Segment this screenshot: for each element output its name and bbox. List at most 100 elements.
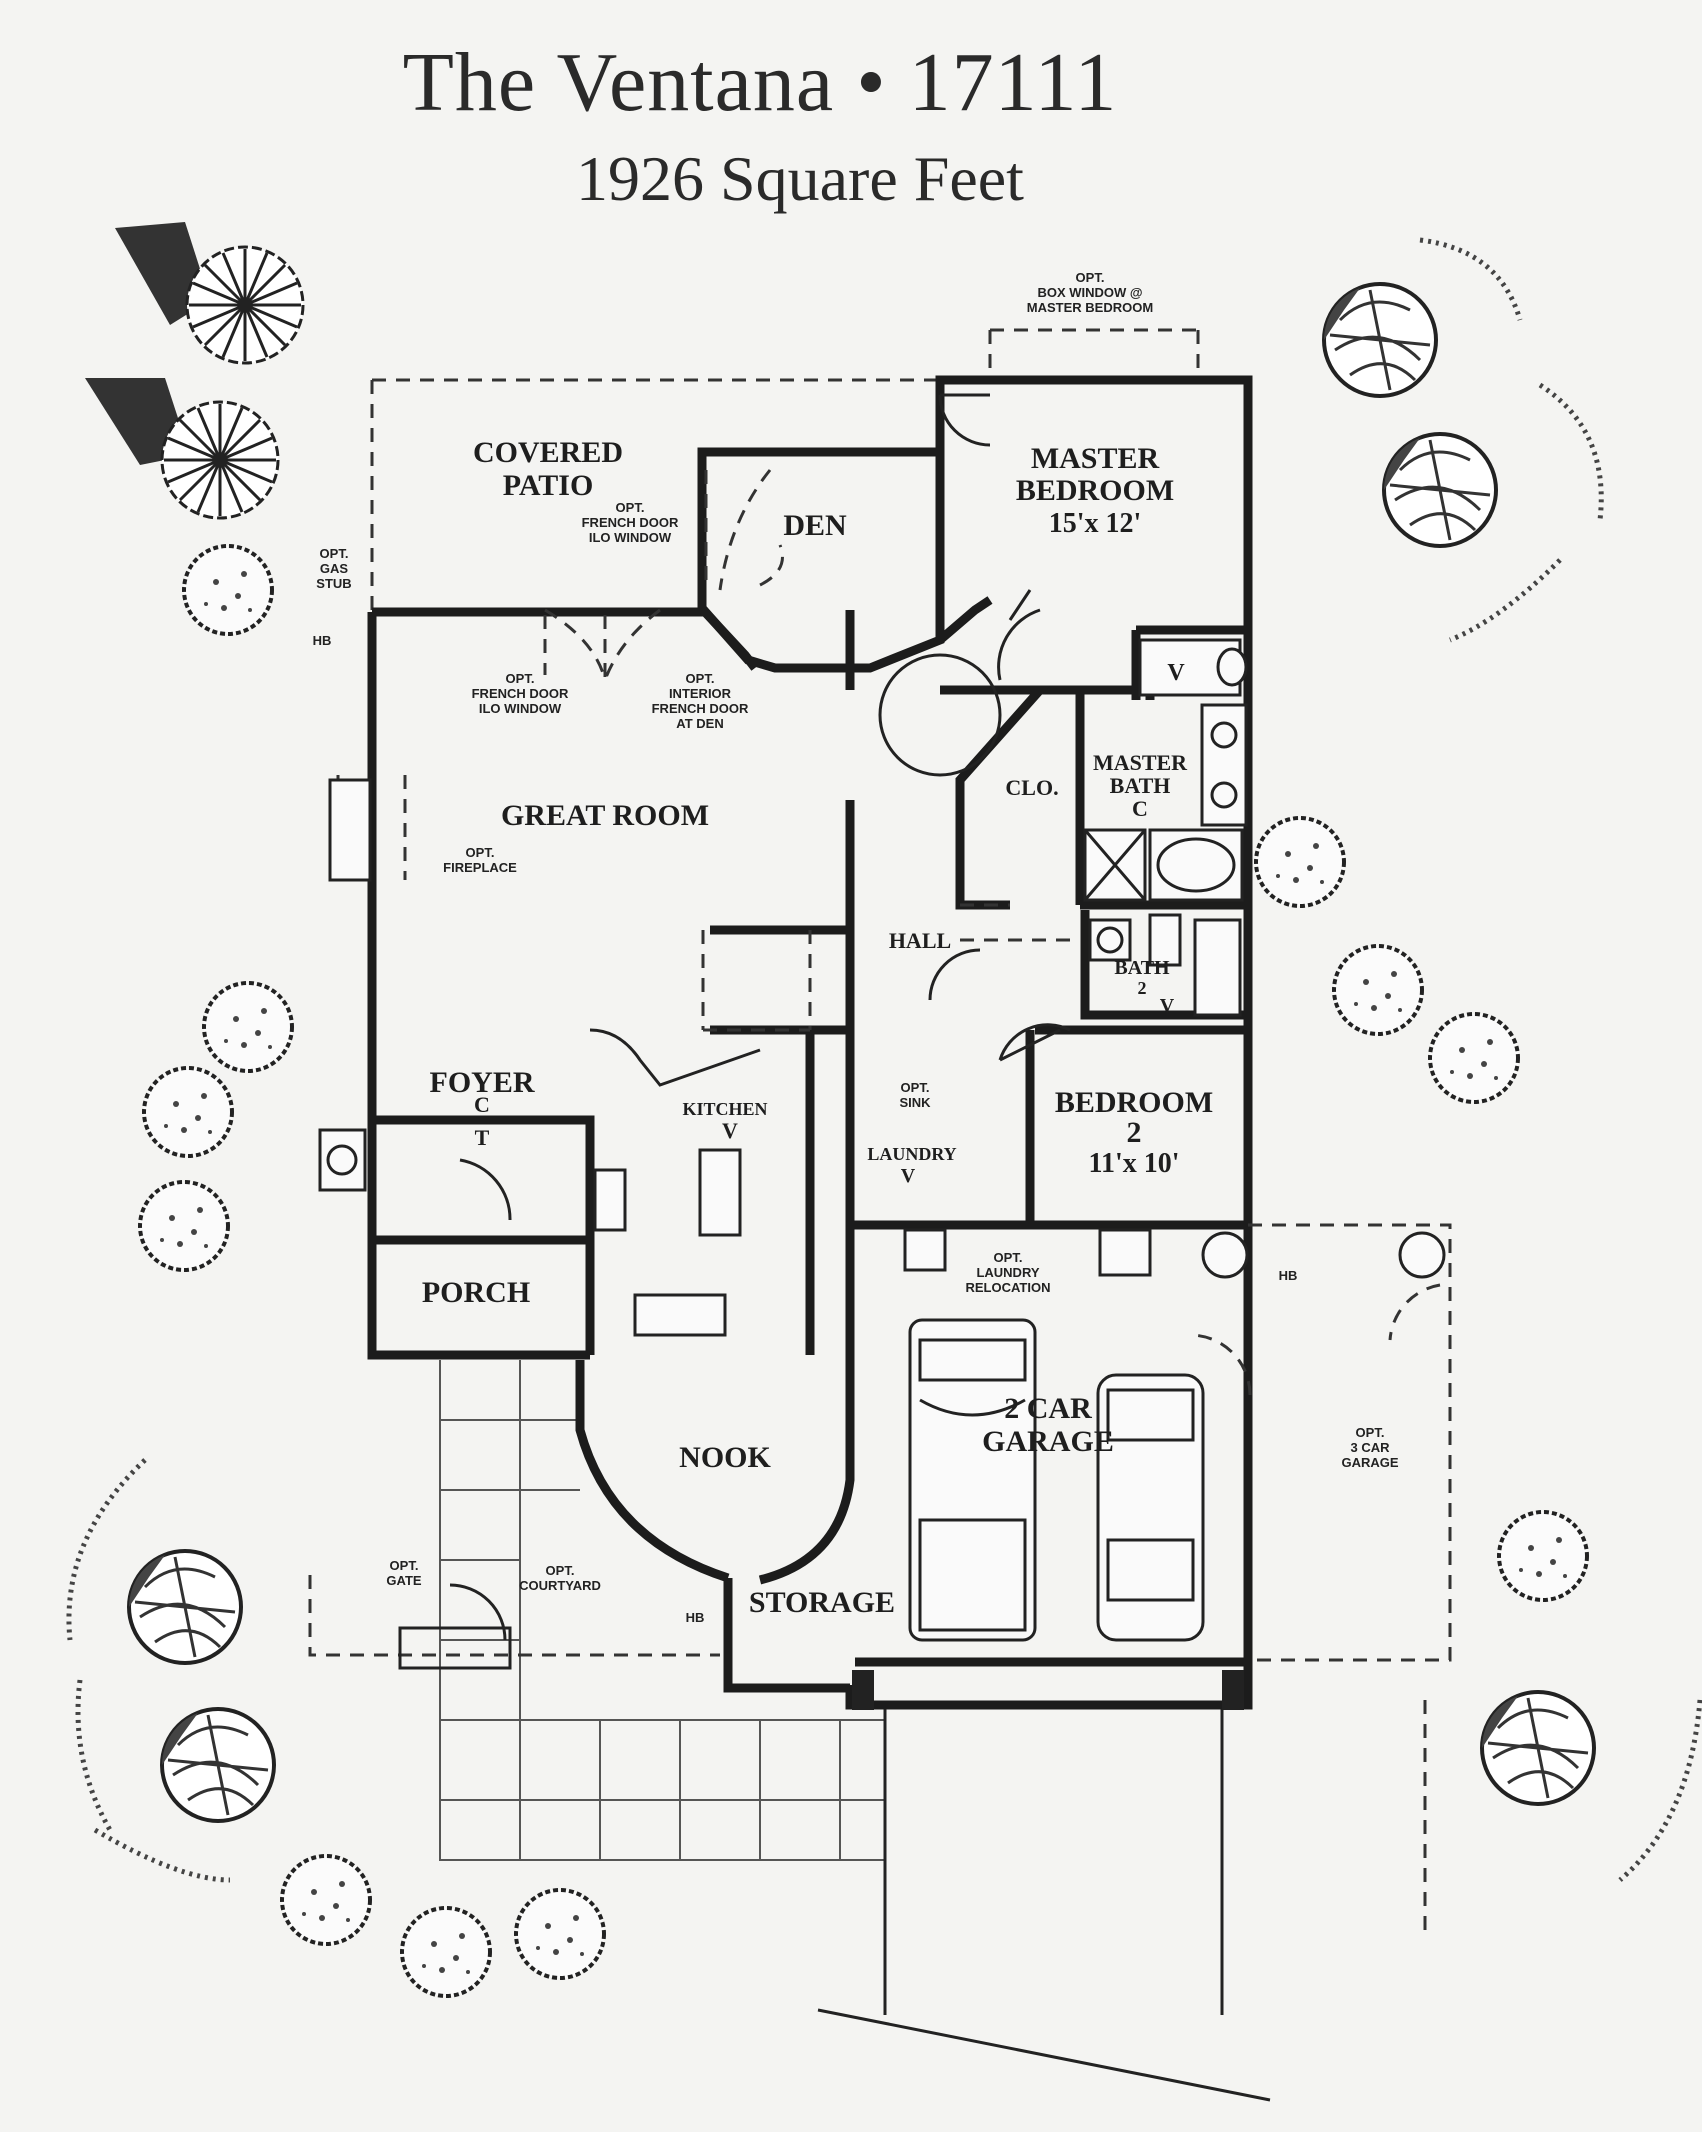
interior-walls [372,452,1248,1355]
svg-text:GARAGE: GARAGE [1341,1455,1398,1470]
page-subtitle: 1926 Square Feet [576,143,1024,214]
room-porch-label: PORCH [422,1276,530,1309]
room-nook-label: NOOK [679,1441,771,1474]
svg-text:SINK: SINK [899,1095,931,1110]
room-den-label: DEN [783,509,847,542]
shrub-icon [280,1854,372,1946]
room-master-bedroom-label: MASTER [1031,442,1160,475]
svg-text:COURTYARD: COURTYARD [519,1578,601,1593]
svg-text:C: C [474,1092,490,1117]
shrub-icon [1254,816,1346,908]
room-kitchen-label: KITCHEN [682,1099,767,1119]
sink-icon [1200,703,1248,827]
bath2-tub-icon [1193,918,1242,1017]
svg-text:V: V [901,1165,916,1187]
tree-icon [1382,432,1498,548]
svg-text:FRENCH DOOR: FRENCH DOOR [582,515,679,530]
bedroom2-size: 11'x 10' [1088,1148,1179,1179]
master-bath-vanity-label: V [1167,660,1185,686]
exterior-walls [367,375,1253,1710]
room-master-bath-label: MASTER [1093,750,1188,775]
svg-text:FRENCH DOOR: FRENCH DOOR [472,686,569,701]
page-title: The Ventana • 17111 [403,36,1118,129]
laundry-relocated-icon [1098,1228,1152,1277]
note-laundry-relocation: OPT. [994,1250,1023,1265]
rotunda-circle [878,653,1002,777]
svg-text:ILO WINDOW: ILO WINDOW [479,701,562,716]
shrub-icon [1428,1012,1520,1104]
shrub-icon [138,1180,230,1272]
svg-text:2: 2 [1127,1116,1142,1149]
shrub-icon [142,1066,234,1158]
note-three-car-garage: OPT. [1356,1425,1385,1440]
master-bedroom-size: 15'x 12' [1049,508,1142,539]
tree-icon [1480,1690,1596,1806]
svg-text:GARAGE: GARAGE [982,1425,1114,1458]
shrub-icon [514,1888,606,1980]
laundry-sink-icon [903,1228,947,1272]
svg-text:GAS: GAS [320,561,349,576]
note-french-door-great: OPT. [506,671,535,686]
svg-text:MASTER BEDROOM: MASTER BEDROOM [1027,300,1153,315]
note-courtyard: OPT. [546,1563,575,1578]
note-hose-bib-storage: HB [686,1610,705,1625]
svg-text:AT DEN: AT DEN [676,716,723,731]
svg-text:LAUNDRY: LAUNDRY [976,1265,1039,1280]
shrub-icon [1332,944,1424,1036]
svg-text:T: T [475,1125,490,1150]
svg-text:RELOCATION: RELOCATION [966,1280,1051,1295]
palm-tree-icon [115,222,305,365]
note-fireplace: OPT. [466,845,495,860]
fixtures [318,638,1446,1337]
water-heater-icon [1201,1231,1249,1279]
fireplace-icon [328,778,372,882]
landscape-trees [66,222,1702,1998]
note-sink: OPT. [901,1080,930,1095]
note-hose-bib-left: HB [313,633,332,648]
svg-text:FIREPLACE: FIREPLACE [443,860,517,875]
svg-text:2: 2 [1138,978,1147,998]
tree-icon [127,1549,243,1665]
courtyard-paving [308,1360,885,1861]
shrub-icon [182,544,274,636]
svg-text:INTERIOR: INTERIOR [669,686,732,701]
note-gate: OPT. [390,1558,419,1573]
palm-tree-icon [85,378,280,520]
room-foyer-label: FOYER [430,1066,535,1099]
svg-text:PATIO: PATIO [503,469,594,502]
tub-icon [1148,828,1244,902]
optional-elements [336,328,1452,1930]
note-hose-bib-garage: HB [1279,1268,1298,1283]
room-covered-patio-label: COVERED [473,436,623,469]
room-storage-label: STORAGE [749,1586,895,1619]
room-labels: COVERED PATIO DEN MASTER BEDROOM 15'x 12… [422,436,1213,1619]
svg-text:3 CAR: 3 CAR [1350,1440,1390,1455]
svg-text:V: V [722,1118,738,1143]
svg-text:BATH: BATH [1110,773,1171,798]
room-bath2-label: BATH [1114,957,1170,979]
svg-text:BEDROOM: BEDROOM [1016,474,1174,507]
room-hall-label: HALL [889,928,951,953]
svg-text:GATE: GATE [386,1573,421,1588]
kitchen-sink-icon [633,1293,727,1337]
doors [459,393,1071,1221]
shrub-icon [400,1906,492,1998]
svg-text:V: V [1160,995,1175,1017]
tree-icon [1322,282,1438,398]
svg-text:C: C [1132,796,1148,821]
note-french-door-patio: OPT. [616,500,645,515]
kitchen-island-icon [698,1148,742,1237]
tree-icon [160,1707,276,1823]
svg-text:ILO WINDOW: ILO WINDOW [589,530,672,545]
range-icon [593,1168,627,1232]
note-box-window: OPT. [1076,270,1105,285]
room-closet-label: CLO. [1005,775,1058,800]
note-interior-french-door: OPT. [686,671,715,686]
note-gas-stub: OPT. [320,546,349,561]
plan-notes: OPT. BOX WINDOW @ MASTER BEDROOM OPT. FR… [313,270,1399,1625]
room-bedroom2-label: BEDROOM [1055,1086,1213,1119]
truck-icon [908,1318,1037,1642]
shrub-icon [202,981,294,1073]
svg-text:STUB: STUB [316,576,351,591]
